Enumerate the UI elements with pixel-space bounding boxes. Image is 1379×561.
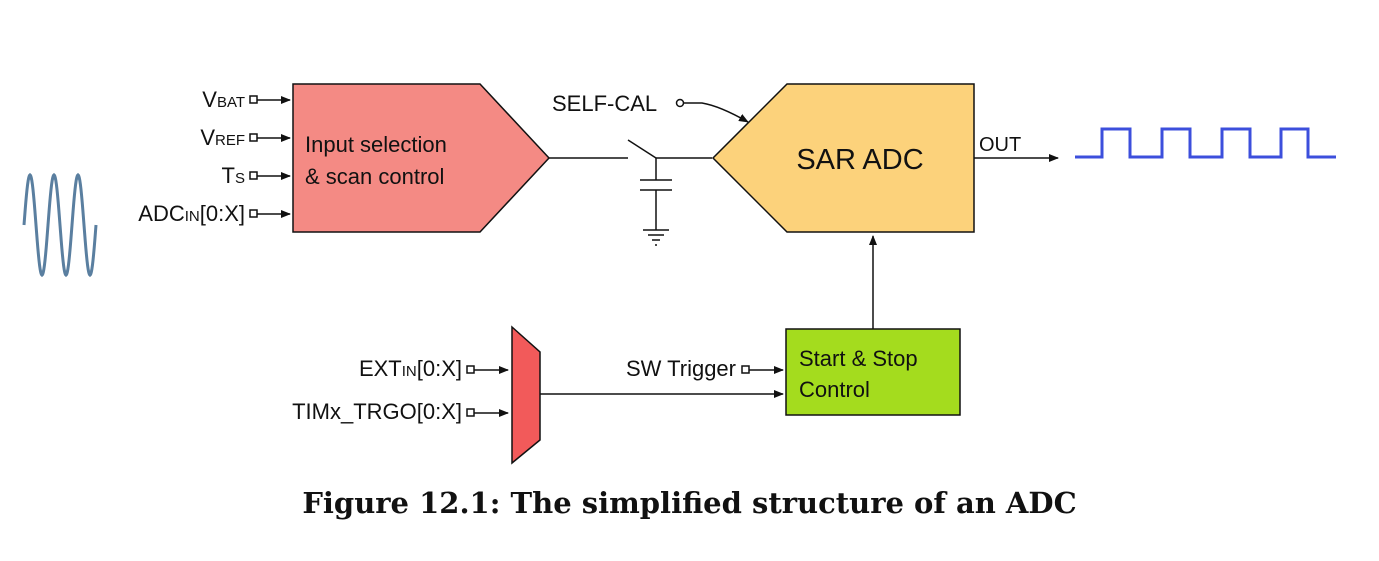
input-pins xyxy=(249,95,258,218)
trigger-pins xyxy=(466,365,475,417)
ts-label: TS xyxy=(222,163,245,188)
out-label: OUT xyxy=(979,134,1021,156)
sw-trigger-label: SW Trigger xyxy=(626,356,736,381)
square-wave-icon xyxy=(1075,127,1336,159)
extin-label: EXTIN[0:X] xyxy=(359,356,462,381)
input-arrows xyxy=(257,96,291,218)
sar-adc-label: SAR ADC xyxy=(796,144,923,176)
sine-wave-icon xyxy=(22,172,98,278)
sw-trigger-pin xyxy=(741,365,750,374)
self-cal-arrow xyxy=(684,102,749,123)
switch-icon xyxy=(627,139,657,159)
adc-diagram: VBAT VREF TS ADCIN[0:X] Input selection … xyxy=(22,83,1336,465)
self-cal-label: SELF-CAL xyxy=(552,91,657,116)
trigger-mux xyxy=(511,325,541,465)
input-selection-line2: & scan control xyxy=(305,164,444,189)
ground-icon xyxy=(643,229,669,246)
vbat-label: VBAT xyxy=(202,87,245,112)
start-stop-line2: Control xyxy=(799,377,870,402)
capacitor-icon xyxy=(640,158,672,230)
self-cal-pin xyxy=(675,98,685,108)
trigger-arrows xyxy=(474,366,509,417)
start-stop-control-block xyxy=(785,328,961,416)
vref-label: VREF xyxy=(200,125,245,150)
start-stop-line1: Start & Stop xyxy=(799,346,918,371)
adcin-label: ADCIN[0:X] xyxy=(138,201,245,226)
input-selection-line1: Input selection xyxy=(305,132,447,157)
timx-trgo-label: TIMx_TRGO[0:X] xyxy=(292,399,462,424)
sar-adc-block xyxy=(711,83,975,233)
input-selection-block xyxy=(292,83,551,233)
figure-caption: Figure 12.1: The simplified structure of… xyxy=(302,486,1077,520)
